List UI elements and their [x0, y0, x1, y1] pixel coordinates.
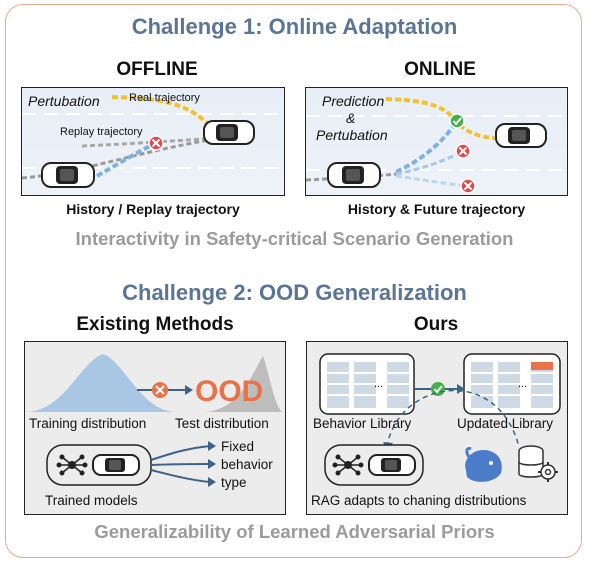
ours-scene	[319, 353, 561, 486]
offline-scene	[22, 95, 284, 188]
test-distribution-label: Test distribution	[175, 416, 269, 431]
network-icon	[332, 454, 364, 476]
offline-heading: OFFLINE	[116, 59, 198, 80]
ours-panel: ... ... Behavior Library Updated Library…	[306, 341, 568, 515]
real-trajectory-label: Real trajectory	[129, 92, 200, 104]
challenge2-title: Challenge 2: OOD Generalization	[122, 280, 467, 305]
challenge1-title: Challenge 1: Online Adaptation	[131, 14, 458, 39]
database-icon	[518, 445, 544, 478]
existing-methods-panel: OOD Training distribution Test distribut…	[24, 341, 286, 515]
car-icon	[203, 120, 255, 145]
future-trajectory-line	[395, 120, 458, 174]
replay-trajectory-label: Replay trajectory	[60, 126, 143, 138]
type-label: type	[221, 475, 247, 490]
existing-methods-scene	[27, 354, 283, 487]
challenge1-subtitle: Interactivity in Safety-critical Scenari…	[75, 228, 514, 249]
offline-panel: Pertubation Real trajectory Replay traje…	[21, 87, 285, 196]
existing-methods-heading: Existing Methods	[76, 314, 234, 335]
trained-models-label: Trained models	[45, 493, 138, 508]
fail-icon	[455, 143, 471, 159]
car-icon	[368, 454, 416, 476]
perturbation-label: Pertubation	[28, 93, 100, 109]
online-panel: Prediction & Pertubation	[305, 87, 568, 196]
updated-library-table	[463, 353, 561, 415]
fail-icon	[148, 135, 164, 151]
challenge2-subtitle: Generalizability of Learned Adversarial …	[94, 521, 495, 542]
behavior-label: behavior	[221, 457, 273, 472]
offline-caption: History / Replay trajectory	[66, 201, 240, 217]
car-icon	[327, 162, 381, 188]
fail-icon	[152, 382, 168, 398]
perturbation-label: Pertubation	[316, 127, 388, 143]
ood-label: OOD	[195, 375, 264, 408]
future-trajectory-line	[395, 174, 467, 188]
ampersand-label: &	[346, 110, 356, 126]
prediction-label: Prediction	[322, 93, 385, 109]
pass-icon	[431, 382, 445, 396]
training-distribution-label: Training distribution	[29, 416, 147, 431]
gear-icon	[538, 462, 558, 482]
prediction-trajectory-line	[385, 97, 497, 140]
ours-heading: Ours	[413, 314, 459, 335]
behavior-library-label: Behavior Library	[313, 416, 412, 431]
online-caption: History & Future trajectory	[347, 201, 526, 217]
behavior-library-table	[319, 353, 415, 415]
network-icon	[56, 454, 88, 476]
fixed-label: Fixed	[221, 439, 255, 454]
fixed-behavior-arrow	[150, 463, 211, 466]
pass-icon	[449, 113, 465, 129]
online-scene	[306, 97, 567, 194]
test-distribution-curve	[205, 356, 283, 412]
perturbation-trajectory-line	[96, 141, 158, 178]
updated-library-ellipsis: ...	[518, 378, 528, 390]
whale-logo-icon	[465, 447, 502, 482]
online-heading: ONLINE	[404, 59, 476, 80]
fixed-behavior-arrow	[150, 445, 211, 461]
training-distribution-curve	[27, 354, 175, 412]
rag-label: RAG adapts to chaning distributions	[311, 493, 527, 508]
car-icon	[41, 162, 95, 188]
car-icon	[495, 123, 547, 148]
updated-library-label: Updated Library	[457, 416, 554, 431]
behavior-library-ellipsis: ...	[374, 378, 384, 390]
fail-icon	[460, 178, 476, 194]
car-icon	[92, 454, 140, 476]
fixed-behavior-arrow	[150, 469, 211, 483]
